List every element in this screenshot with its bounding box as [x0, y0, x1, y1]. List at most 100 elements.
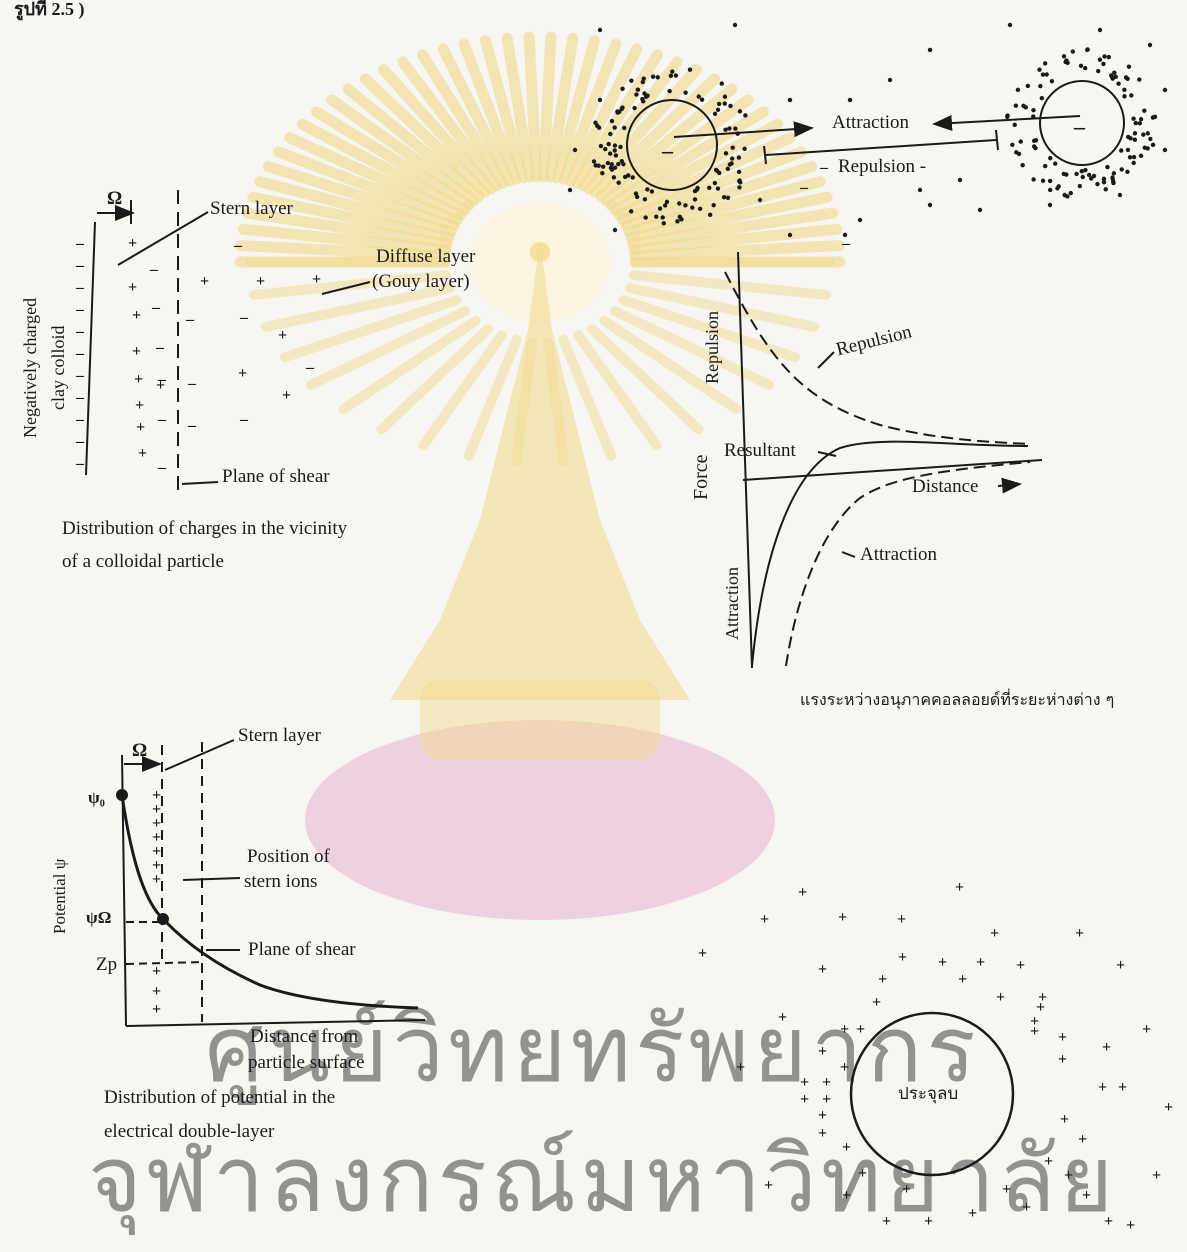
- ion-dot: [1112, 71, 1116, 75]
- ion-dot: [928, 48, 932, 52]
- surface-minus-sign: –: [76, 368, 84, 384]
- charges-caption-line2: of a colloidal particle: [62, 551, 224, 574]
- co-ion-minus: –: [152, 300, 160, 316]
- surface-minus-sign: –: [76, 236, 84, 252]
- ion-dot: [690, 205, 694, 209]
- counter-ion-plus: +: [818, 962, 827, 978]
- counter-ion-plus: +: [1022, 1200, 1031, 1216]
- counter-ion-plus: +: [818, 1126, 827, 1142]
- ion-dot: [1017, 152, 1021, 156]
- ion-dot: [1128, 136, 1132, 140]
- ion-dot: [1110, 75, 1114, 79]
- ion-dot: [1080, 169, 1084, 173]
- ion-dot: [1107, 55, 1111, 59]
- ion-dot: [688, 67, 692, 71]
- ion-dot: [726, 167, 730, 171]
- ion-dot: [978, 208, 982, 212]
- scatter-minus: –: [820, 160, 828, 176]
- ion-dot: [730, 156, 734, 160]
- counter-ion-plus: +: [938, 955, 947, 971]
- ion-dot: [1125, 170, 1129, 174]
- ion-dot: [700, 97, 704, 101]
- ion-dot: [695, 186, 699, 190]
- ion-dot: [598, 98, 602, 102]
- counter-ion-plus: +: [872, 995, 881, 1011]
- counter-ion-plus: +: [778, 1010, 787, 1026]
- surface-minus-sign: –: [76, 324, 84, 340]
- counter-ion-plus: +: [1058, 1052, 1067, 1068]
- ion-dot: [1048, 156, 1052, 160]
- attraction-arrow-left: [674, 128, 812, 137]
- ion-dot: [1142, 108, 1146, 112]
- zp-guide: [126, 962, 204, 964]
- ion-dot: [711, 203, 715, 207]
- co-ion-minus: –: [158, 412, 166, 428]
- ion-dot: [620, 107, 624, 111]
- ion-dot: [640, 97, 644, 101]
- ion-dot: [616, 181, 620, 185]
- ion-dot: [735, 131, 739, 135]
- ion-dot: [599, 144, 603, 148]
- ion-dot: [1062, 54, 1066, 58]
- ion-dot: [1102, 54, 1106, 58]
- ion-dot: [623, 175, 627, 179]
- counter-ion-plus: +: [990, 926, 999, 942]
- ion-dot: [635, 195, 639, 199]
- resultant-label: Resultant: [724, 440, 796, 463]
- zp-label: Zp: [96, 954, 117, 977]
- ion-dot: [737, 155, 741, 159]
- ion-dot: [727, 126, 731, 130]
- co-ion-minus: –: [306, 360, 314, 376]
- co-ion-minus: –: [240, 310, 248, 326]
- ion-dot: [620, 87, 624, 91]
- counter-ion-plus: +: [1164, 1100, 1173, 1116]
- diffuse-layer-label: Diffuse layer: [376, 246, 475, 269]
- ion-dot: [1031, 177, 1035, 181]
- ion-dot: [614, 153, 618, 157]
- counter-ion-plus: +: [1142, 1022, 1151, 1038]
- ion-dot: [592, 159, 596, 163]
- ion-dot: [758, 198, 762, 202]
- counter-ion-plus: +: [822, 1092, 831, 1108]
- ion-dot: [1133, 131, 1137, 135]
- stern-ions-leader: [183, 878, 240, 880]
- ion-dot: [658, 206, 662, 210]
- ion-dot: [1096, 69, 1100, 73]
- repulsion-span: [766, 140, 996, 155]
- stern-layer-leader-2: [165, 740, 234, 770]
- potential-curve: [122, 795, 418, 1008]
- ion-dot: [1020, 163, 1024, 167]
- ion-dot: [1026, 84, 1030, 88]
- ion-dot: [573, 148, 577, 152]
- surface-minus-sign: –: [76, 434, 84, 450]
- ion-dot: [1048, 203, 1052, 207]
- counter-ion-plus: +: [1152, 1168, 1161, 1184]
- ion-dot: [601, 164, 605, 168]
- ion-dot: [1101, 62, 1105, 66]
- ion-dot: [631, 175, 635, 179]
- right-particle-minus: –: [1074, 116, 1085, 138]
- ion-dot: [1132, 155, 1136, 159]
- ion-dot: [1043, 61, 1047, 65]
- scatter-minus: –: [842, 236, 850, 252]
- counter-ion-plus: +: [764, 1178, 773, 1194]
- ion-dot: [677, 201, 681, 205]
- ion-dot: [858, 218, 862, 222]
- co-ion-minus: –: [156, 340, 164, 356]
- ion-dot: [1037, 67, 1041, 71]
- ion-dot: [613, 143, 617, 147]
- ion-dot: [660, 215, 664, 219]
- ion-dot: [716, 108, 720, 112]
- attraction-label-top: Attraction: [832, 112, 909, 135]
- ion-dot: [606, 142, 610, 146]
- counter-ion-plus: +: [897, 912, 906, 928]
- repulsion-label-top: Repulsion -: [838, 156, 926, 179]
- ion-dot: [1163, 88, 1167, 92]
- counter-ion-plus: +: [135, 398, 144, 414]
- ion-dot: [608, 132, 612, 136]
- counter-ion-plus: +: [976, 955, 985, 971]
- stern-ion-plus: +: [152, 984, 161, 1000]
- co-ion-minus: –: [188, 418, 196, 434]
- counter-ion-plus: +: [698, 946, 707, 962]
- ion-dot: [642, 76, 646, 80]
